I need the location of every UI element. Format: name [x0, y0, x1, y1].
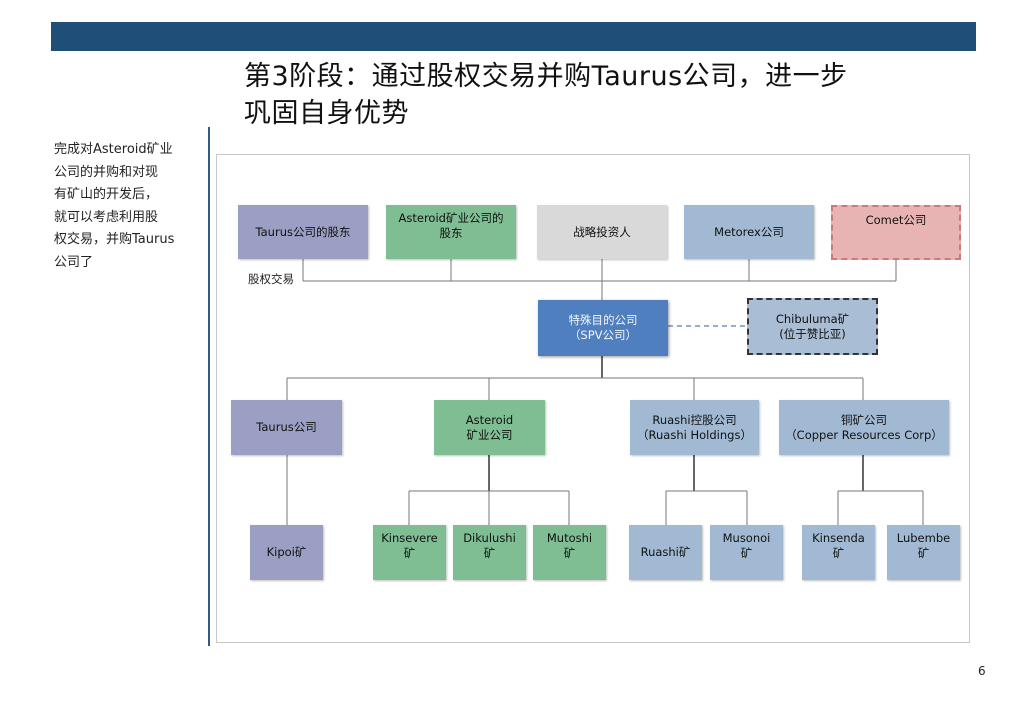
box-label: Ruashi矿: [640, 545, 691, 559]
spv-box: 特殊目的公司 （SPV公司）: [538, 300, 668, 356]
comet-box: Comet公司: [831, 205, 961, 260]
vertical-divider: [208, 127, 210, 646]
box-label: 矿: [403, 546, 416, 560]
title-line-1: 第3阶段：通过股权交易并购Taurus公司，进一步: [244, 61, 848, 92]
box-label: 矿: [917, 546, 930, 560]
title-line-2: 巩固自身优势: [244, 98, 409, 129]
box-label: Musonoi: [722, 531, 771, 545]
box-label: Kipoi矿: [266, 545, 307, 559]
box-label: 矿: [740, 546, 753, 560]
box-label: Ruashi控股公司: [652, 412, 737, 427]
box-label: 矿: [483, 546, 496, 560]
ruashi-holdings-box: Ruashi控股公司 （Ruashi Holdings）: [630, 400, 759, 455]
taurus-shareholders-box: Taurus公司的股东: [238, 205, 368, 259]
box-label: （SPV公司）: [568, 328, 638, 342]
box-label: 矿业公司: [466, 427, 513, 442]
box-label: 矿: [563, 546, 576, 560]
box-label: 铜矿公司: [841, 412, 887, 427]
side-note: 完成对Asteroid矿业 公司的并购和对现 有矿山的开发后， 就可以考虑利用股…: [54, 139, 202, 274]
chibuluma-box: Chibuluma矿 (位于赞比亚): [747, 298, 878, 355]
side-note-line: 权交易，并购Taurus: [54, 232, 175, 247]
side-note-line: 完成对Asteroid矿业: [54, 142, 173, 157]
box-label: 特殊目的公司: [568, 313, 638, 327]
box-label: Kinsenda: [812, 531, 865, 545]
box-label: Dikulushi: [463, 531, 516, 545]
kipoi-mine-box: Kipoi矿: [250, 525, 323, 580]
lubembe-mine-box: Lubembe 矿: [887, 525, 960, 580]
side-note-line: 公司的并购和对现: [54, 164, 159, 180]
slide-title: 第3阶段：通过股权交易并购Taurus公司，进一步 巩固自身优势: [244, 58, 944, 132]
diagram-frame: [216, 154, 970, 643]
asteroid-mining-box: Asteroid 矿业公司: [434, 400, 545, 455]
box-label: Metorex公司: [714, 224, 784, 239]
box-label: （Ruashi Holdings）: [637, 427, 752, 442]
side-note-line: 有矿山的开发后，: [54, 187, 159, 202]
taurus-company-box: Taurus公司: [231, 400, 342, 455]
box-label: Taurus公司的股东: [255, 224, 351, 239]
box-label: 股东: [439, 226, 463, 240]
asteroid-shareholders-box: Asteroid矿业公司的 股东: [386, 205, 516, 259]
box-label: （Copper Resources Corp）: [785, 427, 943, 442]
equity-trade-label: 股权交易: [248, 272, 294, 286]
mutoshi-mine-box: Mutoshi 矿: [533, 525, 606, 580]
box-label: (位于赞比亚): [779, 326, 846, 341]
kinsevere-mine-box: Kinsevere 矿: [373, 525, 446, 580]
side-note-line: 就可以考虑利用股: [54, 209, 159, 225]
box-label: Taurus公司: [256, 420, 317, 434]
box-label: 战略投资人: [573, 224, 631, 239]
metorex-box: Metorex公司: [684, 205, 814, 259]
page-number: 6: [978, 664, 986, 678]
box-label: Kinsevere: [381, 531, 438, 545]
box-label: 矿: [832, 546, 845, 560]
box-label: Asteroid矿业公司的: [398, 211, 504, 225]
header-bar: [51, 22, 976, 51]
box-label: Comet公司: [865, 213, 927, 227]
box-label: Lubembe: [896, 531, 951, 545]
kinsenda-mine-box: Kinsenda 矿: [802, 525, 875, 580]
copper-resources-box: 铜矿公司 （Copper Resources Corp）: [779, 400, 949, 455]
box-label: Chibuluma矿: [775, 311, 850, 326]
box-label: Asteroid: [465, 412, 514, 427]
dikulushi-mine-box: Dikulushi 矿: [453, 525, 526, 580]
ruashi-mine-box: Ruashi矿: [629, 525, 702, 580]
box-label: Mutoshi: [546, 531, 593, 545]
musonoi-mine-box: Musonoi 矿: [710, 525, 783, 580]
strategic-investor-box: 战略投资人: [537, 205, 667, 259]
side-note-line: 公司了: [54, 254, 94, 270]
